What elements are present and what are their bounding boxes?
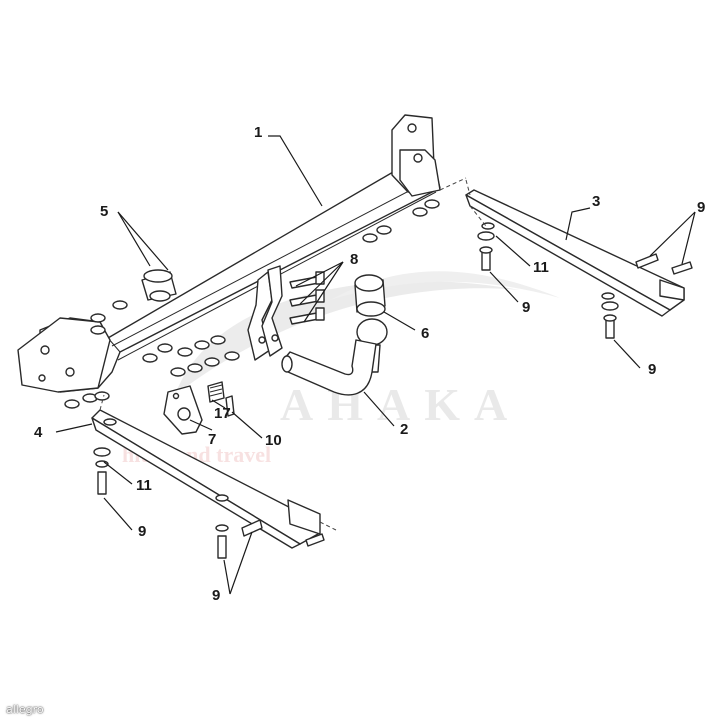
leader-lines: [55, 135, 696, 595]
washers-right: [362, 199, 440, 243]
ball-arm: [281, 339, 377, 396]
washers-left: [64, 300, 128, 409]
spring-17: [207, 381, 225, 403]
rubber-bumper: [141, 269, 177, 302]
callout-7: 7: [208, 431, 216, 448]
washers-center: [142, 335, 240, 377]
callout-9-left-low-a: 9: [212, 587, 220, 604]
callout-10: 10: [265, 432, 282, 449]
main-crossbar: [17, 114, 467, 393]
socket-plate: [163, 385, 203, 435]
callout-9-right-low: 9: [648, 361, 656, 378]
callout-17: 17: [214, 405, 231, 422]
callout-4: 4: [34, 424, 43, 441]
callout-9-right-mid: 9: [522, 299, 530, 316]
callout-8: 8: [350, 251, 358, 268]
footer-watermark: allegro: [6, 703, 44, 716]
right-side-rail: [465, 179, 685, 317]
callout-1: 1: [254, 124, 262, 141]
watermark-car-roof: [330, 271, 560, 300]
watermark-brand: AHAKA: [280, 379, 521, 430]
callout-labels: 1 2 3 4 5 6 7 8 9 9 9 9 9 9 10 11 11 17: [34, 124, 705, 604]
callout-5: 5: [100, 203, 108, 220]
callout-6: 6: [421, 325, 429, 342]
right-rail-fasteners: [477, 231, 693, 339]
callout-11-left: 11: [136, 477, 152, 494]
tow-ball: [354, 274, 388, 373]
left-side-rail: [91, 394, 337, 549]
callout-3: 3: [592, 193, 600, 210]
callout-9-left-mid: 9: [138, 523, 146, 540]
callout-2: 2: [400, 421, 408, 438]
callout-11-right: 11: [533, 259, 549, 276]
left-rail-fasteners: [93, 447, 325, 559]
callout-9-right-top: 9: [697, 199, 705, 216]
hitch-bracket: [247, 265, 283, 361]
watermark-swoosh: [175, 281, 520, 395]
